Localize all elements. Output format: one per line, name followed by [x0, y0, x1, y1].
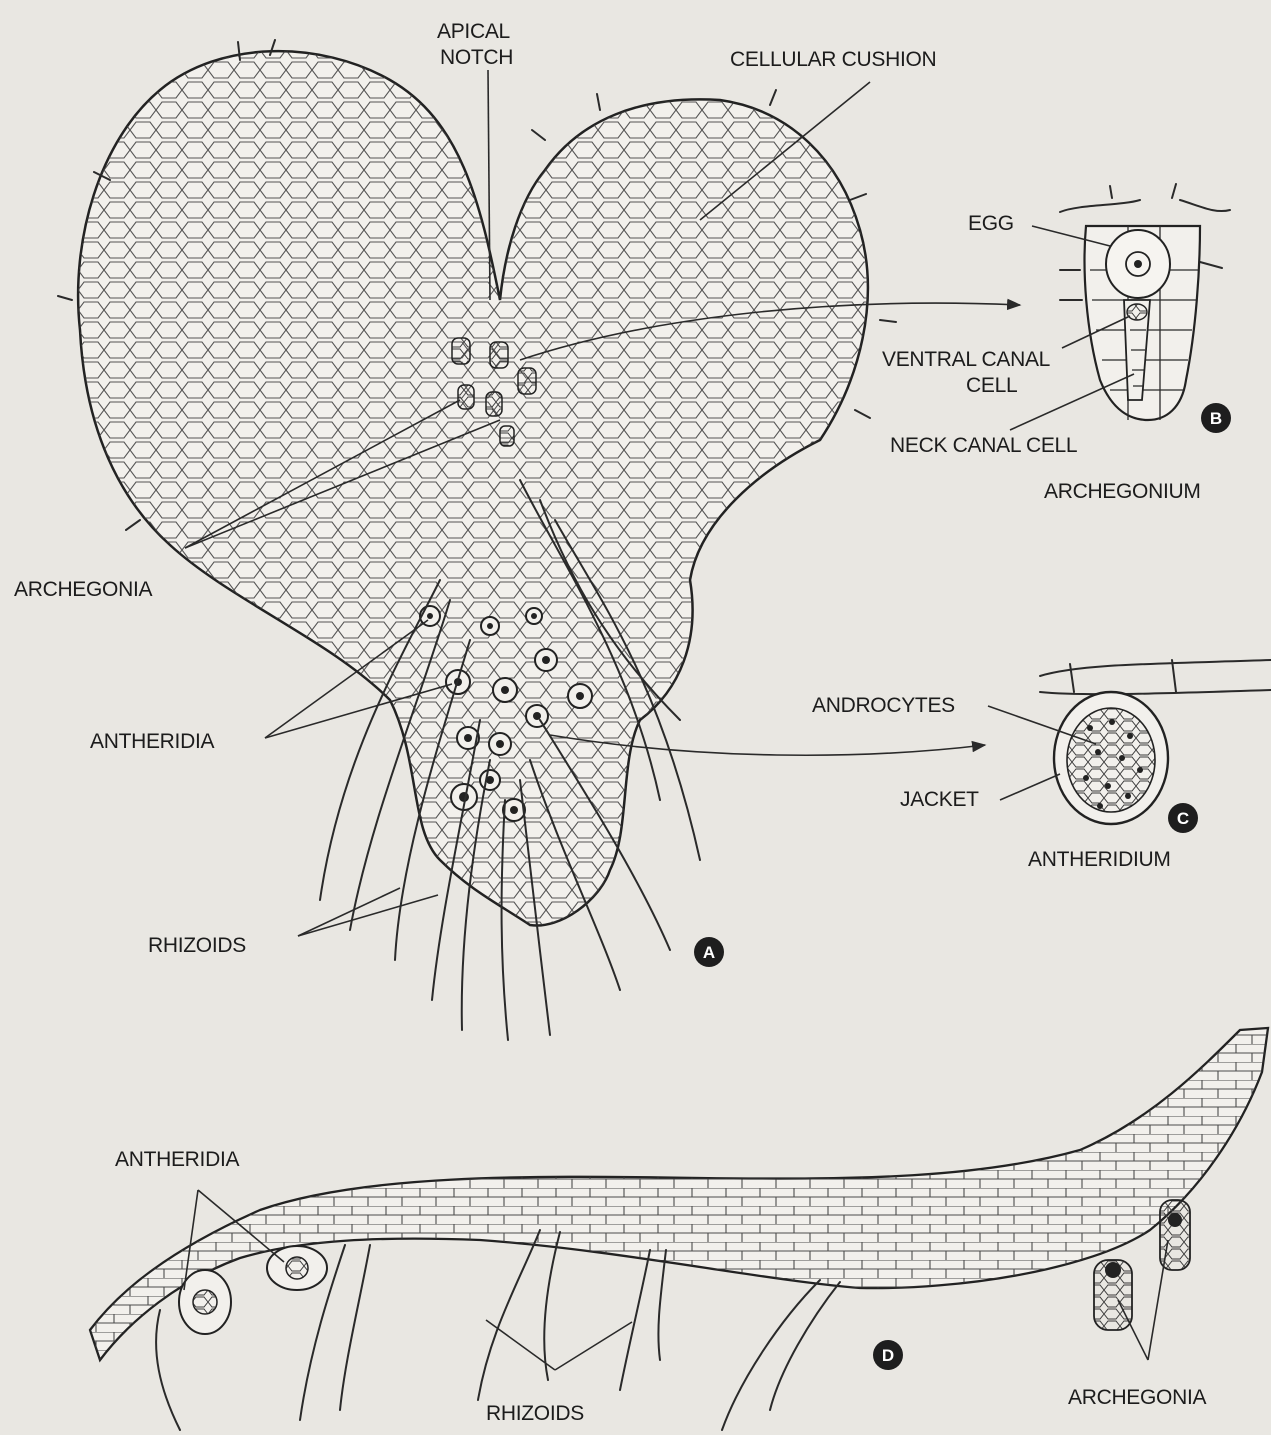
title-archegonium: ARCHEGONIUM [1044, 480, 1201, 503]
label-archegonia-d: ARCHEGONIA [1068, 1386, 1206, 1409]
figure-d-side-view [90, 1028, 1268, 1430]
label-rhizoids-d: RHIZOIDS [486, 1402, 584, 1425]
label-ventral-canal-1: VENTRAL CANAL [882, 348, 1050, 371]
label-rhizoids-a: RHIZOIDS [148, 934, 246, 957]
title-antheridium: ANTHERIDIUM [1028, 848, 1171, 871]
badge-d: D [873, 1340, 903, 1370]
label-antheridia-d: ANTHERIDIA [115, 1148, 239, 1171]
figure-b-archegonium [1010, 184, 1230, 430]
label-cellular-cushion: CELLULAR CUSHION [730, 48, 936, 71]
rhizoids-a-leader-1 [298, 888, 400, 936]
badge-d-text: D [882, 1346, 894, 1365]
label-neck-canal-cell: NECK CANAL CELL [890, 434, 1077, 457]
label-archegonia-a: ARCHEGONIA [14, 578, 152, 601]
label-antheridia-a: ANTHERIDIA [90, 730, 214, 753]
badge-c: C [1168, 803, 1198, 833]
rhizoids-d-leader [486, 1320, 632, 1370]
label-apical-notch-2: NOTCH [440, 46, 513, 69]
figure-c-antheridium [988, 660, 1271, 824]
badge-c-text: C [1177, 809, 1189, 828]
badge-b: B [1201, 403, 1231, 433]
rhizoids-a-leader-2 [298, 895, 438, 936]
label-androcytes: ANDROCYTES [812, 694, 955, 717]
badge-a-text: A [703, 943, 715, 962]
figure-a-prothallus [58, 40, 1020, 1040]
jacket-leader [1000, 774, 1060, 800]
label-jacket: JACKET [900, 788, 979, 811]
badge-b-text: B [1210, 409, 1222, 428]
badge-a: A [694, 937, 724, 967]
label-apical-notch-1: APICAL [437, 20, 510, 43]
label-egg: EGG [968, 212, 1014, 235]
label-ventral-canal-2: CELL [966, 374, 1017, 397]
